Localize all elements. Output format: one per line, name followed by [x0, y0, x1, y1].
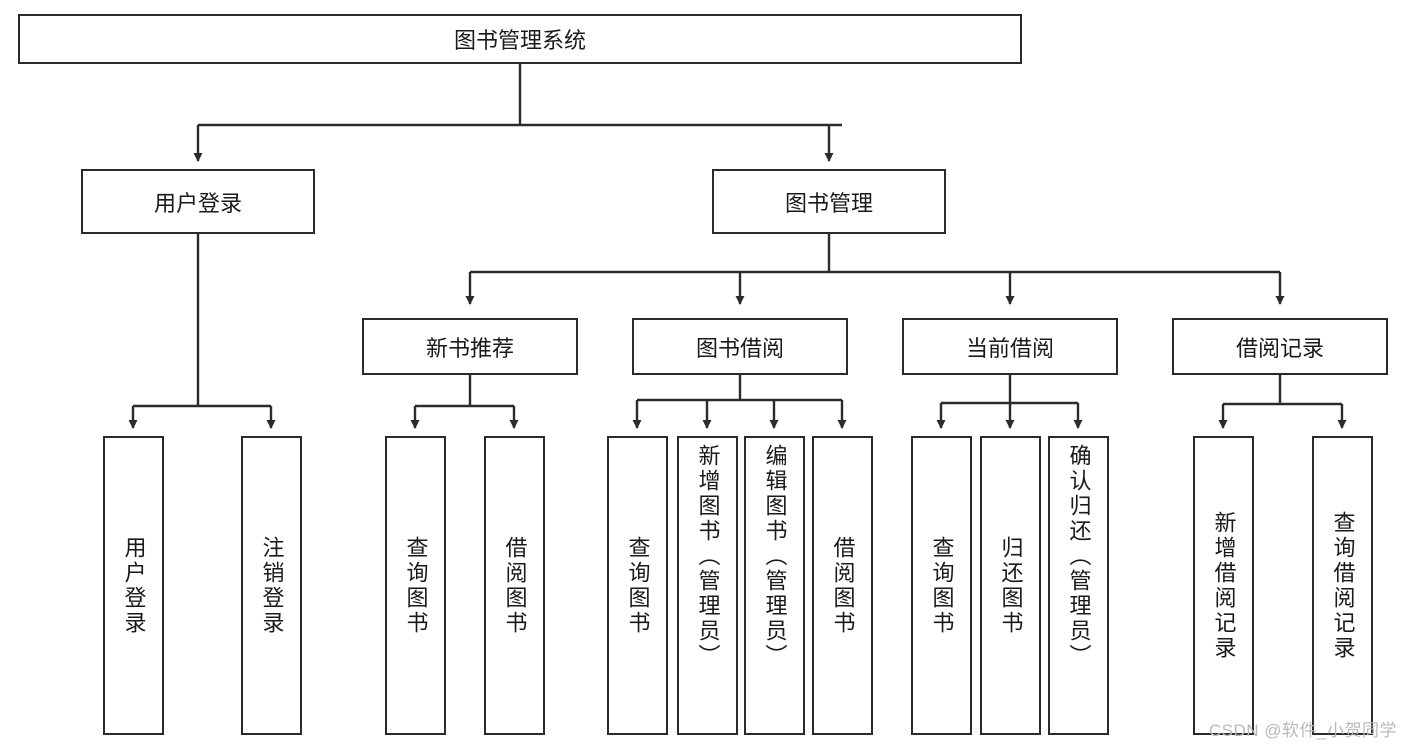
leaf-add-record[interactable]: 新增借阅记录	[1193, 436, 1254, 735]
leaf-query-book-3-label: 查询图书	[929, 535, 955, 636]
node-user-login-label: 用户登录	[153, 190, 242, 216]
leaf-add-record-label: 新增借阅记录	[1211, 510, 1237, 661]
leaf-query-book-1-label: 查询图书	[403, 535, 429, 636]
node-book-borrow-label: 图书借阅	[695, 335, 784, 361]
leaf-borrow-book-2[interactable]: 借阅图书	[812, 436, 873, 735]
node-book-borrow[interactable]: 图书借阅	[632, 318, 848, 375]
leaf-query-book-3[interactable]: 查询图书	[911, 436, 972, 735]
node-borrow-record-label: 借阅记录	[1235, 335, 1324, 361]
node-book-manage[interactable]: 图书管理	[712, 169, 946, 234]
leaf-logout[interactable]: 注销登录	[241, 436, 302, 735]
leaf-add-book-label: 新增图书（管理员）	[695, 444, 721, 669]
leaf-confirm-return-label: 确认归还（管理员）	[1066, 444, 1092, 669]
node-new-book-rec[interactable]: 新书推荐	[362, 318, 578, 375]
node-new-book-rec-label: 新书推荐	[425, 335, 514, 361]
leaf-borrow-book-1[interactable]: 借阅图书	[484, 436, 545, 735]
leaf-query-book-2[interactable]: 查询图书	[607, 436, 668, 735]
csdn-watermark: CSDN @软件_小贺同学	[1208, 721, 1397, 740]
node-borrow-record[interactable]: 借阅记录	[1172, 318, 1388, 375]
leaf-edit-book-label: 编辑图书（管理员）	[762, 444, 788, 669]
leaf-query-record[interactable]: 查询借阅记录	[1312, 436, 1373, 735]
leaf-confirm-return[interactable]: 确认归还（管理员）	[1048, 436, 1109, 735]
node-root-label: 图书管理系统	[453, 28, 586, 53]
leaf-logout-label: 注销登录	[259, 535, 285, 636]
node-user-login[interactable]: 用户登录	[81, 169, 315, 234]
leaf-add-book[interactable]: 新增图书（管理员）	[677, 436, 738, 735]
leaf-query-book-2-label: 查询图书	[625, 535, 651, 636]
leaf-user-login[interactable]: 用户登录	[103, 436, 164, 735]
leaf-query-record-label: 查询借阅记录	[1330, 510, 1356, 661]
node-root[interactable]: 图书管理系统	[18, 14, 1022, 64]
leaf-borrow-book-1-label: 借阅图书	[502, 535, 528, 636]
leaf-query-book-1[interactable]: 查询图书	[385, 436, 446, 735]
leaf-user-login-label: 用户登录	[121, 535, 147, 636]
leaf-return-book[interactable]: 归还图书	[980, 436, 1041, 735]
node-current-borrow-label: 当前借阅	[965, 335, 1054, 361]
node-book-manage-label: 图书管理	[784, 190, 873, 216]
leaf-edit-book[interactable]: 编辑图书（管理员）	[744, 436, 805, 735]
node-current-borrow[interactable]: 当前借阅	[902, 318, 1118, 375]
leaf-borrow-book-2-label: 借阅图书	[830, 535, 856, 636]
leaf-return-book-label: 归还图书	[998, 535, 1024, 636]
